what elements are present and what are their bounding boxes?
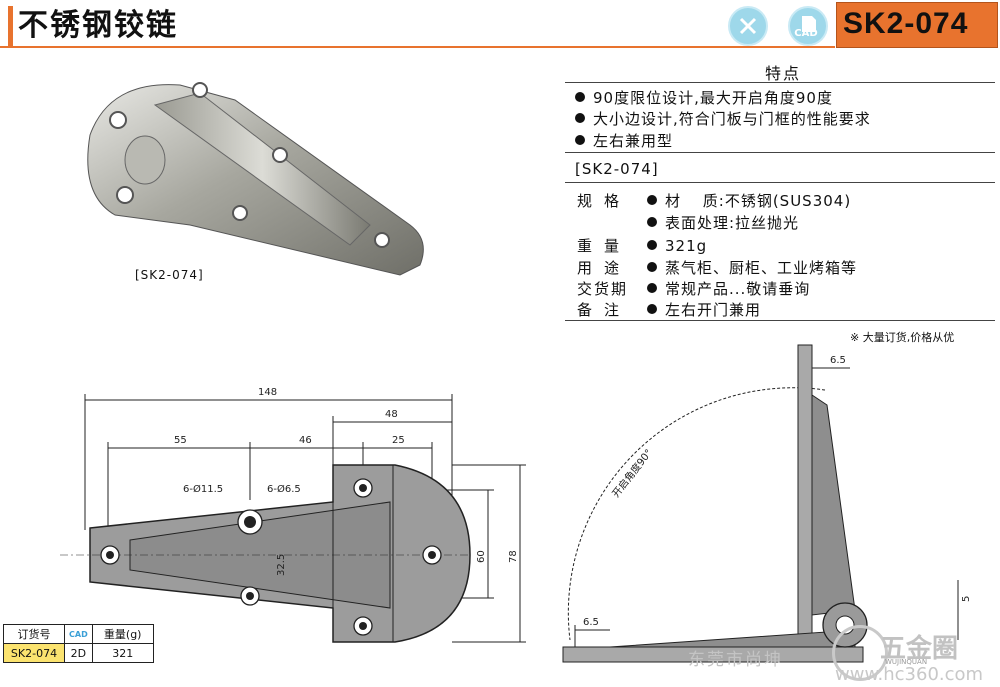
bullet-icon [575, 92, 585, 102]
specs-divider-bottom [565, 320, 995, 321]
spec-row-remark: 备注左右开门兼用 [577, 301, 762, 319]
order-table: 订货号 CAD 重量(g) SK2-074 2D 321 [3, 624, 154, 663]
dim-total: 148 [258, 387, 277, 398]
side-view-drawing: 6.5 6.5 5 开启角度90° [562, 344, 972, 663]
compliance-icon [728, 6, 768, 46]
dim-48: 48 [385, 409, 398, 420]
cad-icon-label: CAD [794, 28, 818, 39]
watermark-url: www.hc360.com [835, 664, 984, 685]
page-title: 不锈钢铰链 [18, 8, 178, 43]
front-view-drawing: 148 48 55 46 25 6-Ø11.5 6-Ø6.5 32.5 60 7… [60, 387, 526, 643]
feature-item: 大小边设计,符合门板与门框的性能要求 [575, 108, 871, 129]
table-row: SK2-074 2D 321 [3, 643, 154, 663]
table-header-order-no: 订货号 [3, 624, 65, 644]
spec-row-material: 规格材 质:不锈钢(SUS304) [577, 192, 852, 210]
bullet-icon [575, 135, 585, 145]
dim-side-5: 5 [961, 596, 972, 602]
cad-icon: CAD [788, 6, 828, 46]
table-header-weight: 重量(g) [91, 624, 154, 644]
bullet-icon [575, 113, 585, 123]
watermark-brand: 五金圈 [880, 634, 959, 664]
features-title: 特点 [765, 64, 802, 83]
bullet-icon [647, 195, 657, 205]
hole-small-label: 6-Ø6.5 [267, 483, 301, 495]
dim-55: 55 [174, 435, 187, 446]
feature-item: 左右兼用型 [575, 130, 673, 151]
dim-46: 46 [299, 435, 312, 446]
product-photo [87, 82, 424, 276]
watermark-logo-icon [832, 625, 888, 681]
bullet-icon [647, 240, 657, 250]
dim-side-6-5-top: 6.5 [830, 355, 846, 366]
specs-divider [565, 182, 995, 183]
dim-60: 60 [476, 550, 487, 563]
bullet-icon [647, 283, 657, 293]
spec-row-finish: 表面处理:拉丝抛光 [577, 212, 799, 233]
bulk-order-note: ※ 大量订货,价格从优 [850, 331, 955, 344]
watermark-sub: WUJINQUAN [885, 658, 928, 666]
watermark-left-text: 东莞市尚坤 [688, 650, 783, 670]
dim-32-5: 32.5 [276, 554, 287, 576]
table-header-cad: CAD [64, 624, 93, 644]
dim-25: 25 [392, 435, 405, 446]
bullet-icon [647, 217, 657, 227]
dim-78: 78 [508, 550, 519, 563]
feature-item: 90度限位设计,最大开启角度90度 [575, 87, 833, 108]
photo-caption: [SK2-074] [135, 268, 204, 282]
table-cell-weight: 321 [91, 643, 154, 663]
table-cell-cad: 2D [64, 643, 93, 663]
features-divider-bottom [565, 152, 995, 153]
hole-large-label: 6-Ø11.5 [183, 483, 223, 495]
spec-model-code: [SK2-074] [575, 160, 659, 178]
title-underline [0, 46, 835, 48]
spec-row-delivery: 交货期常规产品...敬请垂询 [577, 280, 811, 298]
bullet-icon [647, 304, 657, 314]
spec-row-usage: 用途蒸气柜、厨柜、工业烤箱等 [577, 259, 858, 277]
features-divider-top [565, 82, 995, 83]
model-number: SK2-074 [843, 7, 969, 40]
angle-label: 开启角度90° [609, 446, 655, 499]
title-accent-bar [8, 6, 13, 46]
dim-side-6-5-left: 6.5 [583, 617, 599, 628]
bullet-icon [647, 262, 657, 272]
model-badge [836, 2, 998, 48]
table-cell-order-no: SK2-074 [3, 643, 65, 663]
